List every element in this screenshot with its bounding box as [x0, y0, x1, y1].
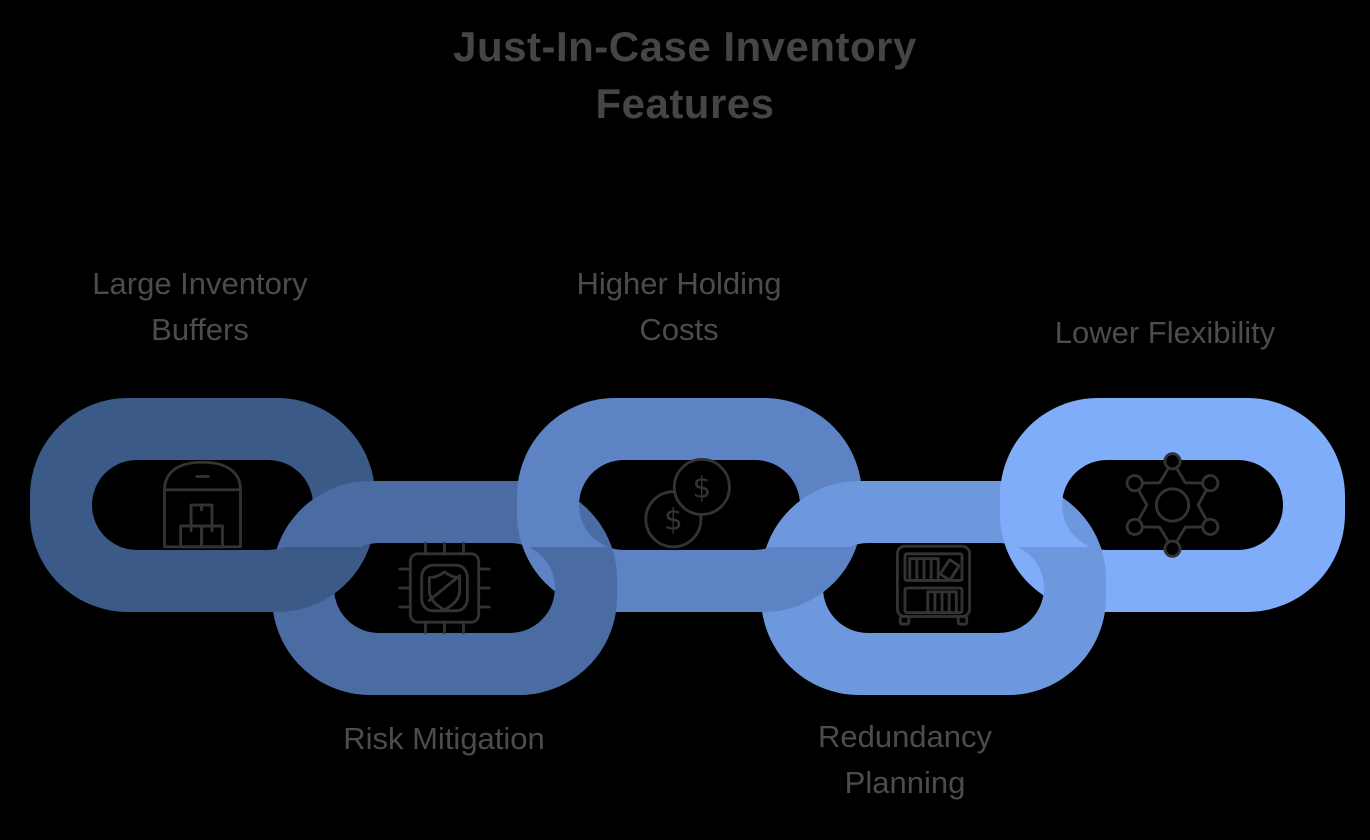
- chain-link-2-weave-overlap: [511, 547, 617, 695]
- coin-dollar-sign: $: [664, 503, 683, 537]
- chip-shield-icon: [398, 541, 491, 635]
- chain-link-1-weave-overlap: [266, 547, 370, 612]
- link-label-large-inventory-buffers: Large Inventory Buffers: [92, 266, 308, 347]
- link-label-higher-holding-costs: Higher Holding Costs: [576, 266, 782, 347]
- network-hub-icon: [1125, 452, 1220, 558]
- warehouse-icon: [163, 460, 242, 549]
- chain-links-layer: [30, 398, 1345, 695]
- link-label-risk-mitigation: Risk Mitigation: [343, 721, 545, 756]
- link-icons-layer: $ $: [163, 452, 1220, 635]
- coin-dollar-sign: $: [692, 470, 711, 504]
- link-label-lower-flexibility: Lower Flexibility: [1054, 315, 1276, 350]
- link-label-redundancy-planning: Redundancy Planning: [817, 719, 993, 800]
- chain-link-4-weave-overlap: [994, 547, 1106, 695]
- bookshelf-icon: [895, 544, 972, 626]
- chain-link-3-weave-overlap: [755, 547, 857, 612]
- dollar-coins-icon: $ $: [644, 457, 731, 549]
- page-title: Just-In-Case Inventory Features: [453, 23, 917, 127]
